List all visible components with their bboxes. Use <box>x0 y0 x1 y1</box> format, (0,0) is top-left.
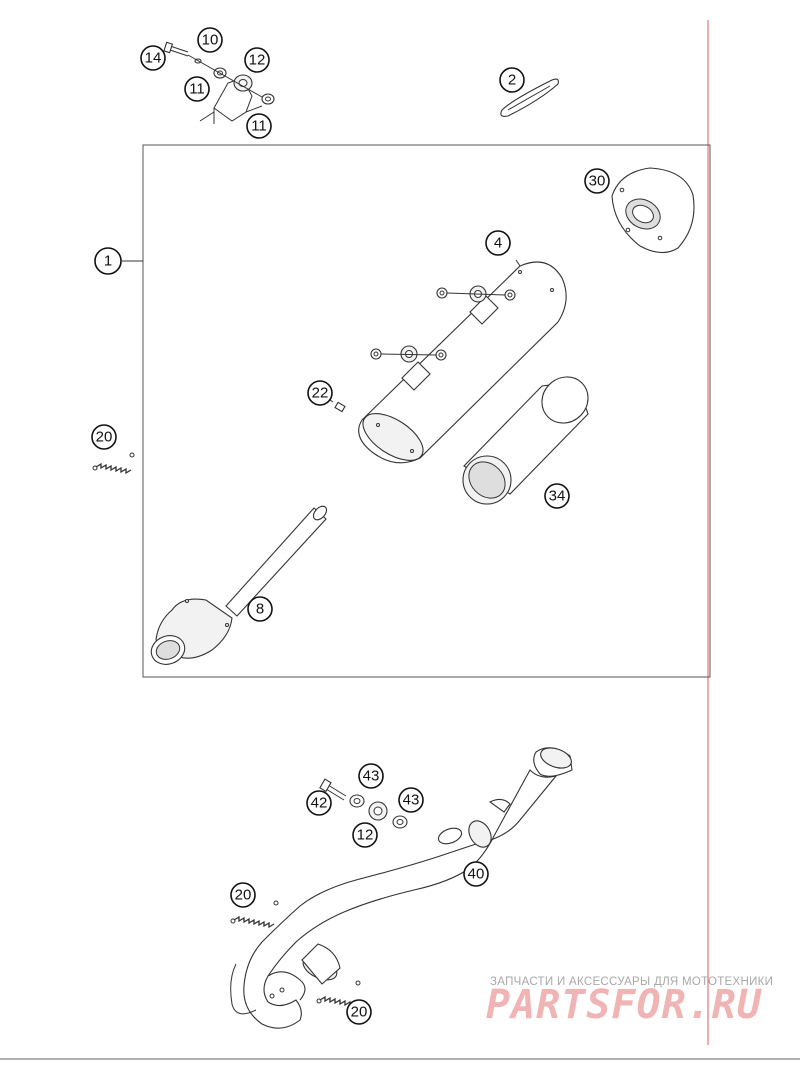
svg-text:20: 20 <box>351 1004 368 1021</box>
callout-43-lower: 43 <box>398 787 424 813</box>
svg-text:10: 10 <box>202 32 219 49</box>
callout-20-middle: 20 <box>230 882 256 908</box>
callout-10: 10 <box>197 27 223 53</box>
watermark-brand: PARTSFOR.RU <box>486 982 762 1028</box>
mount-bracket-group <box>163 41 275 124</box>
svg-text:2: 2 <box>508 72 516 89</box>
silencer-sleeve <box>462 376 589 505</box>
svg-text:1: 1 <box>104 253 112 270</box>
svg-text:4: 4 <box>494 235 502 252</box>
svg-text:42: 42 <box>311 795 328 812</box>
svg-text:11: 11 <box>189 81 205 98</box>
callout-11-lower: 11 <box>246 113 272 139</box>
callout-43-upper: 43 <box>358 763 384 789</box>
heat-guard-strip <box>500 78 559 117</box>
watermark-subtitle: ЗАПЧАСТИ И АКСЕССУАРЫ ДЛЯ МОТОТЕХНИКИ <box>490 976 773 988</box>
header-mount-hardware <box>319 778 408 829</box>
spring-20-bottom <box>316 980 361 1008</box>
callout-22: 22 <box>307 380 333 406</box>
callout-11-upper: 11 <box>184 76 210 102</box>
svg-text:20: 20 <box>235 887 252 904</box>
svg-text:40: 40 <box>468 866 485 883</box>
spring-20-middle <box>230 900 279 929</box>
svg-text:12: 12 <box>357 827 374 844</box>
svg-text:34: 34 <box>549 488 566 505</box>
svg-text:14: 14 <box>145 50 162 67</box>
callout-20-left: 20 <box>91 424 117 450</box>
callout-42: 42 <box>306 790 332 816</box>
svg-text:43: 43 <box>363 768 380 785</box>
callout-14: 14 <box>140 45 166 71</box>
spring-20-left <box>92 452 135 475</box>
svg-text:30: 30 <box>589 173 606 190</box>
callout-2: 2 <box>499 67 525 93</box>
svg-text:8: 8 <box>256 601 264 618</box>
svg-text:20: 20 <box>96 429 113 446</box>
callout-40: 40 <box>463 861 489 887</box>
callout-4: 4 <box>485 230 511 256</box>
callout-34: 34 <box>544 483 570 509</box>
callout-8: 8 <box>247 596 273 622</box>
callout-30: 30 <box>584 168 610 194</box>
svg-text:43: 43 <box>403 792 420 809</box>
callout-1: 1 <box>94 247 122 275</box>
svg-text:12: 12 <box>249 52 266 69</box>
rear-exhaust-pipe <box>150 505 328 665</box>
silencer-body <box>358 259 567 464</box>
silencer-end-cap <box>611 167 695 254</box>
assembly-frame <box>142 144 711 678</box>
callout-12-lower: 12 <box>352 822 378 848</box>
callout-12-upper: 12 <box>244 47 270 73</box>
callout-20-bottom: 20 <box>346 999 372 1025</box>
header-pipe <box>230 747 573 1029</box>
svg-text:11: 11 <box>251 118 267 135</box>
svg-text:22: 22 <box>312 385 329 402</box>
